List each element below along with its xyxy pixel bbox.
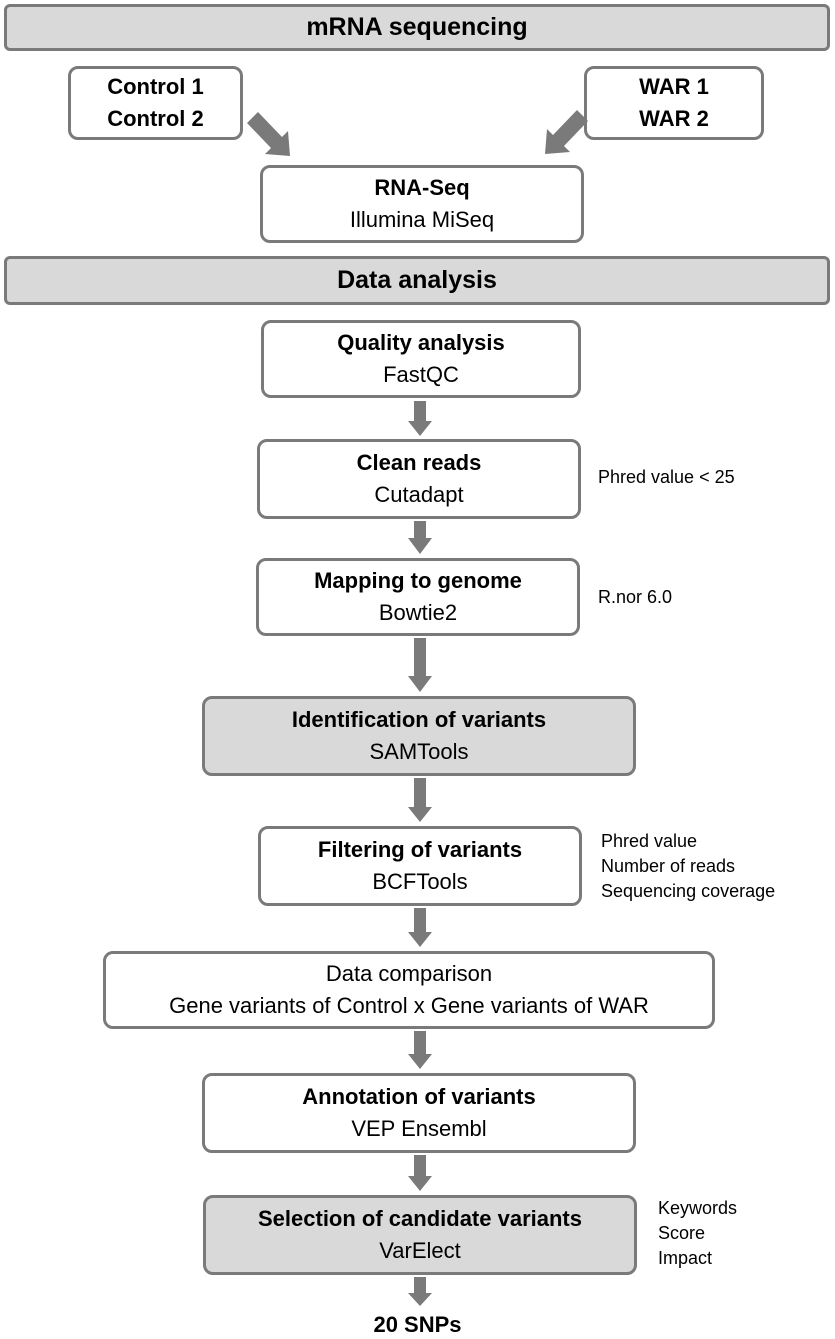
clean-title: Clean reads (356, 450, 482, 475)
arrow-clean-to-mapping (408, 521, 432, 554)
filtering-title: Filtering of variants (317, 837, 523, 862)
selection-note-impact: Impact (658, 1248, 713, 1268)
selection-tool: VarElect (379, 1238, 461, 1263)
control-1-label: Control 1 (107, 74, 204, 99)
data-comparison-box: Data comparison Gene variants of Control… (103, 951, 715, 1029)
control-samples-box: Control 1 Control 2 (68, 66, 243, 140)
arrow-comparison-to-annotation (408, 1031, 432, 1069)
arrow-annotation-to-selection (408, 1155, 432, 1191)
arrow-filtering-to-comparison (408, 908, 432, 947)
mapping-box: Mapping to genome Bowtie2 (256, 558, 580, 636)
arrow-selection-to-result (408, 1277, 432, 1306)
data-analysis-banner: Data analysis (4, 256, 830, 305)
mrna-sequencing-label: mRNA sequencing (306, 13, 528, 41)
filtering-notes: Phred value Number of reads Sequencing c… (601, 829, 775, 904)
arrow-identification-to-filtering (408, 778, 432, 822)
filtering-box: Filtering of variants BCFTools (258, 826, 582, 906)
identification-tool: SAMTools (369, 739, 469, 764)
arrow-mapping-to-identification (408, 638, 432, 692)
clean-note: Phred value < 25 (598, 467, 735, 487)
war-samples-box: WAR 1 WAR 2 (584, 66, 764, 140)
clean-tool: Cutadapt (374, 482, 464, 507)
filtering-note-reads: Number of reads (601, 856, 736, 876)
arrow-war-to-rnaseq (545, 110, 588, 154)
data-analysis-label: Data analysis (337, 266, 497, 294)
arrow-control-to-rnaseq (247, 112, 290, 156)
war-1-label: WAR 1 (639, 74, 709, 99)
quality-analysis-box: Quality analysis FastQC (261, 320, 581, 398)
mapping-title: Mapping to genome (314, 568, 522, 593)
mapping-tool: Bowtie2 (378, 600, 458, 625)
selection-box: Selection of candidate variants VarElect (203, 1195, 637, 1275)
quality-tool: FastQC (383, 362, 459, 387)
arrow-quality-to-clean (408, 401, 432, 436)
mrna-sequencing-banner: mRNA sequencing (4, 4, 830, 51)
identification-box: Identification of variants SAMTools (202, 696, 636, 776)
selection-note-score: Score (658, 1223, 706, 1243)
clean-reads-box: Clean reads Cutadapt (257, 439, 581, 519)
rnaseq-box: RNA-Seq Illumina MiSeq (260, 165, 584, 243)
annotation-tool: VEP Ensembl (351, 1116, 487, 1141)
filtering-note-coverage: Sequencing coverage (601, 881, 776, 901)
rnaseq-tool: Illumina MiSeq (349, 207, 495, 232)
rnaseq-title: RNA-Seq (374, 175, 470, 200)
identification-title: Identification of variants (291, 707, 547, 732)
annotation-box: Annotation of variants VEP Ensembl (202, 1073, 636, 1153)
selection-title: Selection of candidate variants (258, 1206, 582, 1231)
result-label: 20 SNPs (373, 1312, 462, 1337)
filtering-note-phred: Phred value (601, 831, 698, 851)
comparison-title: Data comparison (325, 961, 493, 986)
quality-title: Quality analysis (337, 330, 505, 355)
selection-note-keywords: Keywords (658, 1198, 738, 1218)
annotation-title: Annotation of variants (302, 1084, 536, 1109)
war-2-label: WAR 2 (639, 106, 709, 131)
comparison-detail: Gene variants of Control x Gene variants… (169, 993, 649, 1018)
mapping-note: R.nor 6.0 (598, 587, 673, 607)
filtering-tool: BCFTools (372, 869, 468, 894)
selection-notes: Keywords Score Impact (658, 1196, 737, 1271)
control-2-label: Control 2 (107, 106, 204, 131)
